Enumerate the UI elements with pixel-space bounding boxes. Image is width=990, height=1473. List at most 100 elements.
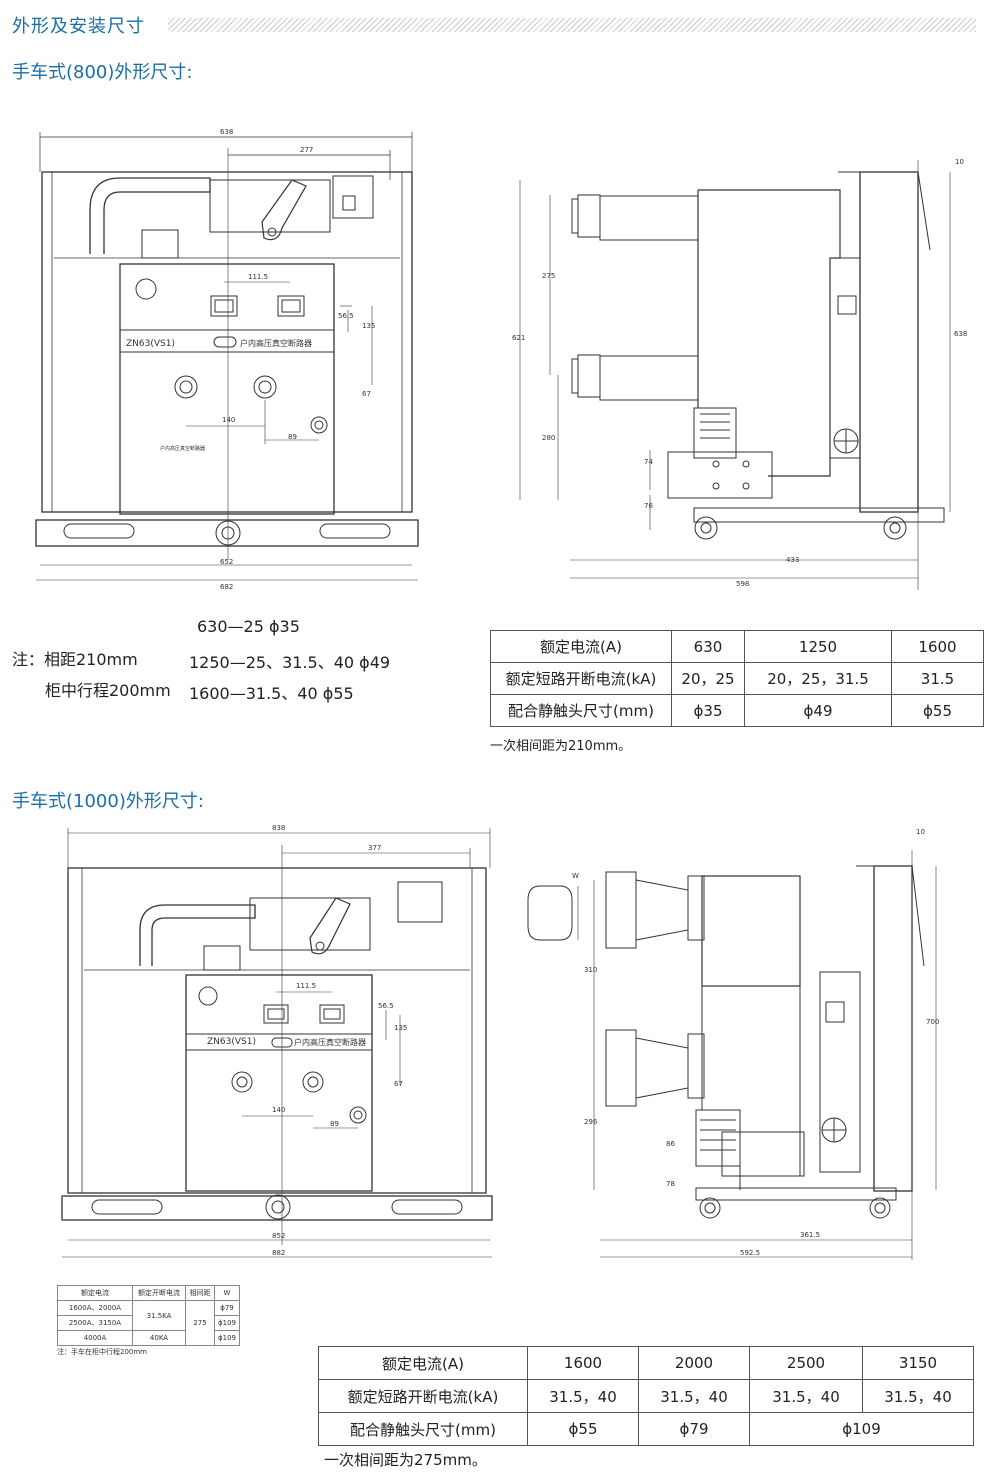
t2-r3-c4: ϕ109 <box>749 1412 974 1446</box>
dim2-377: 377 <box>368 844 382 852</box>
dim2-111-5: 111.5 <box>296 982 317 990</box>
t1-r2-c1: 额定短路开断电流(kA) <box>490 662 672 695</box>
t2-r1-c4: 2500 <box>749 1346 863 1380</box>
t2-r1-c2: 1600 <box>527 1346 639 1380</box>
dim2-852: 852 <box>272 1232 286 1240</box>
dim2-side-10: 10 <box>916 828 925 836</box>
dim-135: 135 <box>362 322 376 330</box>
st-r1-c1: 1600A、2000A <box>57 1300 133 1316</box>
t1-r2-c4: 31.5 <box>891 662 984 695</box>
st-r3-c4: ϕ109 <box>214 1330 240 1346</box>
note-line-3: 1600—31.5、40 ϕ55 <box>189 684 354 703</box>
dim2-side-78: 78 <box>666 1180 675 1188</box>
t2-r2-c2: 31.5，40 <box>527 1379 639 1413</box>
dim2-882: 882 <box>272 1249 286 1257</box>
st-r1-c2: 31.5KA <box>132 1300 186 1331</box>
dim2-side-w: W <box>572 872 579 880</box>
note-line-2: 1250—25、31.5、40 ϕ49 <box>189 653 391 672</box>
t2-r2-c5: 31.5，40 <box>862 1379 974 1413</box>
t2-r1-c5: 3150 <box>862 1346 974 1380</box>
st-h4: W <box>214 1285 240 1301</box>
spec-table-800: 额定电流(A) 630 1250 1600 额定短路开断电流(kA) 20，25… <box>490 630 984 727</box>
dim2-56-5: 56.5 <box>378 1002 394 1010</box>
small-spec-table: 额定电流 额定开断电流 相间距 W 1600A、2000A 31.5KA 275… <box>57 1285 240 1346</box>
dim-89: 89 <box>288 433 297 441</box>
t2-r2-c1: 额定短路开断电流(kA) <box>318 1379 528 1413</box>
dim-side-280: 280 <box>542 434 556 442</box>
st-r2-c4: ϕ109 <box>214 1315 240 1331</box>
side-view-800 <box>519 160 951 590</box>
dim2-838: 838 <box>272 824 286 832</box>
dim-111-5: 111.5 <box>248 273 269 281</box>
front-model-label: ZN63(VS1) <box>126 339 175 349</box>
t1-r1-c1: 额定电流(A) <box>490 630 672 663</box>
dim2-89: 89 <box>330 1120 339 1128</box>
dim2-side-361-5: 361.5 <box>800 1231 821 1239</box>
dim-side-621: 621 <box>512 334 526 342</box>
dim-side-74: 74 <box>644 458 653 466</box>
note-label-spacing: 注：相距210mm <box>12 650 138 669</box>
dim-56-5: 56.5 <box>338 312 354 320</box>
dim-side-10: 10 <box>955 158 964 166</box>
st-h1: 额定电流 <box>57 1285 133 1301</box>
t2-r1-c3: 2000 <box>638 1346 750 1380</box>
t2-r1-c1: 额定电流(A) <box>318 1346 528 1380</box>
front2-model-label: ZN63(VS1) <box>207 1037 256 1047</box>
dim-side-76: 76 <box>644 502 653 510</box>
front-view-1000 <box>61 828 493 1258</box>
dim-side-433: 433 <box>786 556 800 564</box>
st-r3-c1: 4000A <box>57 1330 133 1346</box>
dim2-side-296: 296 <box>584 1118 598 1126</box>
front-name-label: 户内高压真空断路器 <box>240 339 312 348</box>
table2-caption: 一次相间距为275mm。 <box>324 1451 487 1469</box>
front2-name-label: 户内高压真空断路器 <box>294 1038 366 1047</box>
table1-caption: 一次相间距为210mm。 <box>490 739 632 754</box>
t1-r1-c4: 1600 <box>891 630 984 663</box>
dim-638: 638 <box>220 128 234 136</box>
t1-r1-c2: 630 <box>671 630 745 663</box>
t1-r3-c2: ϕ35 <box>671 694 745 727</box>
t1-r2-c3: 20，25，31.5 <box>744 662 892 695</box>
st-r1-c3: 275 <box>185 1300 215 1346</box>
note-line-1: 630—25 ϕ35 <box>197 617 300 636</box>
t2-r3-c2: ϕ55 <box>527 1412 639 1446</box>
dim2-side-592-5: 592.5 <box>740 1249 761 1257</box>
section-title-800: 手车式(800)外形尺寸: <box>12 62 193 83</box>
t1-r3-c4: ϕ55 <box>891 694 984 727</box>
spec-table-1000: 额定电流(A) 1600 2000 2500 3150 额定短路开断电流(kA)… <box>318 1346 974 1446</box>
t1-r2-c2: 20，25 <box>671 662 745 695</box>
dim2-140: 140 <box>272 1106 286 1114</box>
t2-r2-c4: 31.5，40 <box>749 1379 863 1413</box>
st-h3: 相间距 <box>185 1285 215 1301</box>
dim2-side-310: 310 <box>584 966 598 974</box>
dim-side-275: 275 <box>542 272 556 280</box>
note-label-travel: 柜中行程200mm <box>45 681 171 700</box>
page-title: 外形及安装尺寸 <box>12 16 145 37</box>
dim2-side-700: 700 <box>926 1018 940 1026</box>
st-r1-c4: ϕ79 <box>214 1300 240 1316</box>
dim-277: 277 <box>300 146 314 154</box>
t2-r3-c1: 配合静触头尺寸(mm) <box>318 1412 528 1446</box>
section-title-1000: 手车式(1000)外形尺寸: <box>12 791 204 812</box>
dim2-side-86: 86 <box>666 1140 675 1148</box>
front-view-800 <box>35 132 419 581</box>
dim2-135: 135 <box>394 1024 408 1032</box>
dim-67: 67 <box>362 390 371 398</box>
st-r3-c2: 40KA <box>132 1330 186 1346</box>
t2-r3-c3: ϕ79 <box>638 1412 750 1446</box>
dim-652: 652 <box>220 558 234 566</box>
header-hatch-rule <box>168 18 976 32</box>
t2-r2-c3: 31.5，40 <box>638 1379 750 1413</box>
front-plate-sub: 户内高压真空断路器 <box>160 446 206 452</box>
t1-r1-c3: 1250 <box>744 630 892 663</box>
dim-side-598: 598 <box>736 580 750 588</box>
dim-side-638: 638 <box>954 330 968 338</box>
st-h2: 额定开断电流 <box>132 1285 186 1301</box>
t1-r3-c3: ϕ49 <box>744 694 892 727</box>
side-view-1000 <box>527 850 937 1260</box>
t1-r3-c1: 配合静触头尺寸(mm) <box>490 694 672 727</box>
dim-140: 140 <box>222 416 236 424</box>
small-table-note: 注：手车在柜中行程200mm <box>57 1348 147 1356</box>
dim-682: 682 <box>220 583 234 591</box>
dim2-67: 67 <box>394 1080 403 1088</box>
